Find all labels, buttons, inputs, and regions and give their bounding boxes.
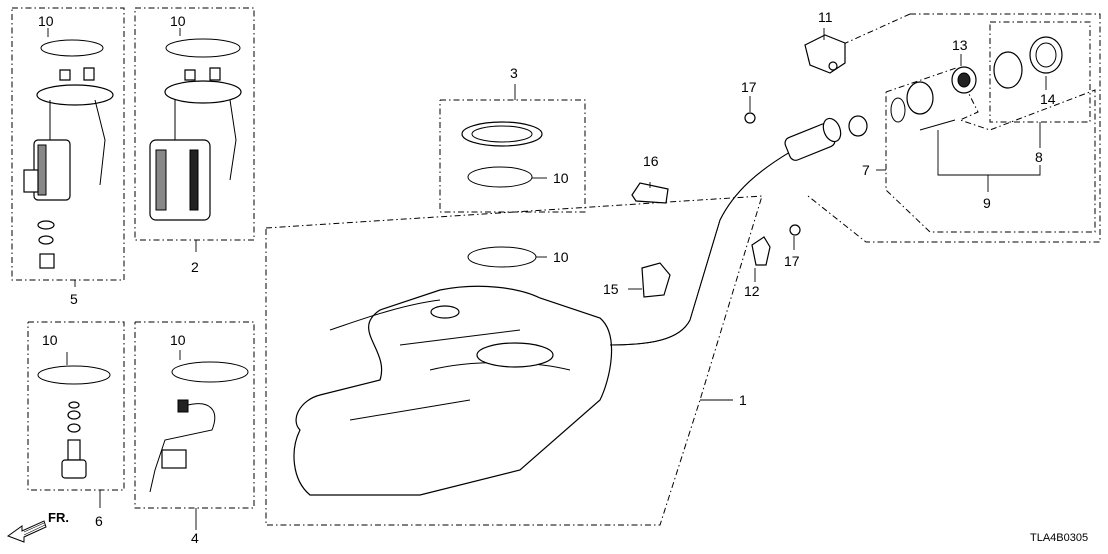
cap-part-13 [951, 66, 977, 94]
group-box-1 [265, 195, 763, 526]
callout-10-group3: 10 [553, 170, 569, 186]
regulator-parts-6 [61, 401, 87, 479]
leader-lines [47, 28, 1047, 401]
o-ring-top-5 [40, 39, 104, 57]
fuel-tank [293, 246, 613, 496]
filler-pipe [609, 117, 842, 346]
callout-10-group4: 10 [170, 332, 186, 348]
group-box-5 [11, 7, 125, 287]
bolt-17-upper [744, 112, 756, 124]
callout-4: 4 [191, 530, 199, 546]
callout-10-tank: 10 [553, 249, 569, 265]
fuel-gauge-sender-4 [149, 399, 216, 493]
fuel-pump-assembly-5 [23, 67, 114, 269]
group-box-2 [134, 7, 255, 252]
callouts: 10 10 5 2 10 10 6 4 3 10 10 16 15 11 17 … [38, 9, 1056, 546]
callout-11: 11 [818, 9, 833, 25]
callout-10-group5: 10 [38, 13, 54, 29]
filler-neck-parts-7 [890, 81, 956, 131]
callout-17-lower: 17 [784, 253, 800, 269]
group-box-4 [134, 321, 255, 530]
callout-8: 8 [1035, 149, 1043, 165]
bolt-17-lower [789, 224, 801, 236]
small-part-neck [848, 115, 868, 137]
callout-14: 14 [1040, 91, 1056, 107]
group-box-filler-outer [807, 13, 1101, 243]
front-arrow: FR. [6, 510, 69, 543]
callout-16: 16 [643, 153, 659, 169]
callout-15: 15 [603, 281, 619, 297]
callout-7: 7 [862, 162, 870, 178]
cap-set-14 [993, 36, 1063, 89]
o-ring-4 [171, 361, 249, 383]
clip-12 [751, 236, 771, 266]
fuel-pump-assembly-2 [149, 67, 242, 221]
callout-10-group6: 10 [42, 332, 58, 348]
callout-6: 6 [95, 513, 103, 529]
o-ring-6 [37, 365, 111, 385]
diagram-code: TLA4B0305 [1030, 532, 1088, 544]
callout-10-group2: 10 [170, 13, 186, 29]
o-ring-top-2 [165, 38, 241, 58]
callout-3: 3 [510, 65, 518, 81]
callout-12: 12 [744, 283, 760, 299]
callout-13: 13 [952, 37, 968, 53]
clip-15 [641, 262, 671, 298]
group-box-6 [27, 321, 125, 508]
bracket-11 [804, 34, 846, 74]
group-box-8 [989, 21, 1091, 148]
o-ring-3 [467, 166, 533, 188]
clip-16 [631, 182, 669, 204]
lock-ring-3 [461, 121, 543, 147]
callout-1: 1 [739, 392, 747, 408]
callout-5: 5 [70, 291, 78, 307]
front-label: FR. [48, 510, 69, 525]
callout-9: 9 [983, 195, 991, 211]
group-box-3 [439, 84, 586, 213]
callout-2: 2 [191, 259, 199, 275]
callout-17-upper: 17 [741, 79, 757, 95]
